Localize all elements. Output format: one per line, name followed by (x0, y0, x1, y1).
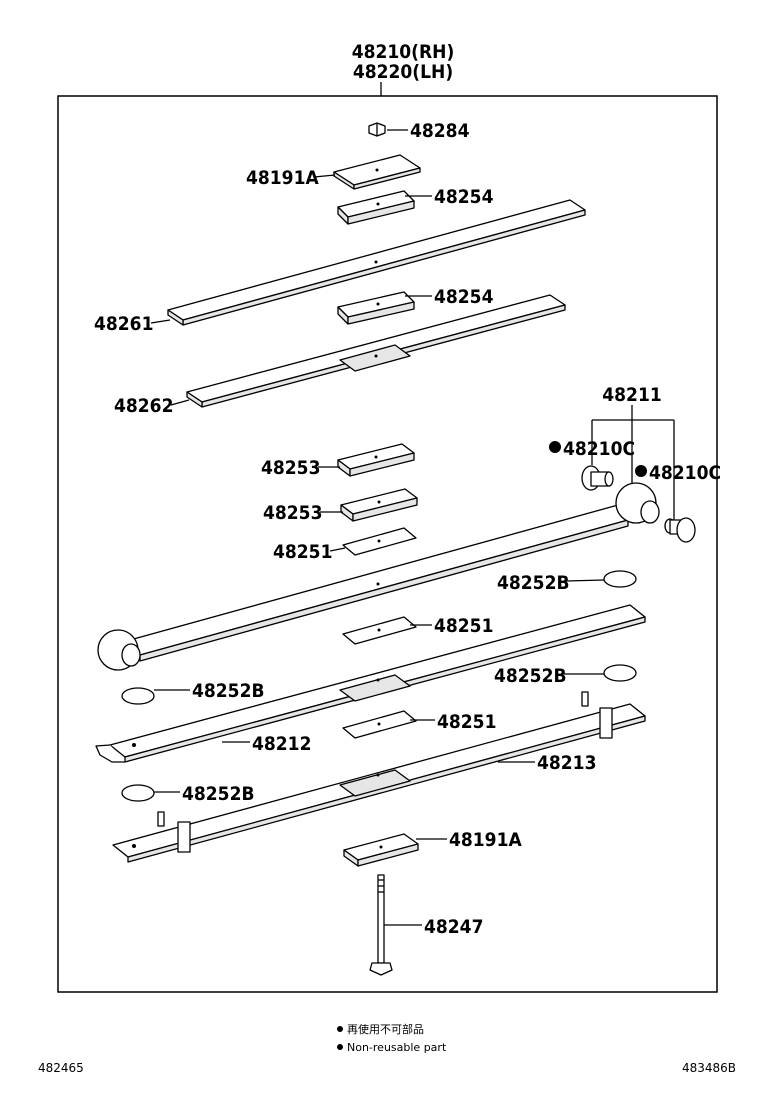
label-48261[interactable]: 48261 (94, 313, 153, 335)
leader-48261 (150, 319, 171, 324)
label-48252b-d[interactable]: 48252B (182, 783, 255, 805)
spacer-48253-b (340, 488, 418, 522)
bolt-48247 (369, 874, 393, 976)
pad-48252b-d (121, 784, 155, 802)
label-48251-c[interactable]: 48251 (437, 711, 496, 733)
legend-dot-jp (337, 1026, 343, 1032)
label-48251-b[interactable]: 48251 (434, 615, 493, 637)
label-48252b-b[interactable]: 48252B (192, 680, 265, 702)
leader-48252b-a (565, 579, 605, 582)
leader-48262 (170, 399, 190, 406)
label-48252b-c[interactable]: 48252B (494, 665, 567, 687)
diagram-frame (57, 95, 718, 993)
label-48254-top[interactable]: 48254 (434, 186, 494, 208)
main-leaf-48211 (97, 482, 660, 671)
bushing-48210c-left (581, 465, 614, 491)
label-48247[interactable]: 48247 (424, 916, 483, 938)
label-48254-mid[interactable]: 48254 (434, 286, 494, 308)
legend-en: Non-reusable part (347, 1041, 447, 1054)
liner-48251-c (342, 710, 417, 739)
label-48210c-left[interactable]: 48210C (563, 438, 635, 460)
leader-48191a-top (313, 174, 336, 178)
liner-48251-b (342, 616, 417, 645)
pad-48252b-c (603, 664, 637, 682)
pad-48191a-bottom (343, 833, 419, 867)
footer-right-code: 483486B (682, 1061, 736, 1075)
label-48284[interactable]: 48284 (410, 120, 470, 142)
label-48262[interactable]: 48262 (114, 395, 173, 417)
leaf-48213 (112, 691, 646, 863)
label-48253-b[interactable]: 48253 (263, 502, 322, 524)
leader-48251-a (329, 547, 346, 552)
label-48213[interactable]: 48213 (537, 752, 596, 774)
assembly-lh-label[interactable]: 48220(LH) (353, 61, 453, 83)
seat-48254-top (337, 190, 415, 225)
spacer-48253-a (337, 443, 415, 477)
leaf-48262 (186, 294, 566, 408)
label-48211[interactable]: 48211 (602, 384, 661, 406)
pad-48191a-top (333, 154, 421, 190)
nut-48284 (368, 122, 386, 137)
pad-48252b-b (121, 687, 155, 705)
footer-left-code: 482465 (38, 1061, 84, 1075)
label-48253-a[interactable]: 48253 (261, 457, 320, 479)
bushing-48210c-right (664, 517, 696, 543)
label-48191a-bottom[interactable]: 48191A (449, 829, 522, 851)
pad-48252b-a (603, 570, 637, 588)
non-reusable-dot-right (635, 465, 647, 477)
leaf-48261 (167, 199, 586, 326)
label-48212[interactable]: 48212 (252, 733, 311, 755)
label-48251-a[interactable]: 48251 (273, 541, 332, 563)
leaf-48212 (95, 604, 646, 763)
label-48252b-a[interactable]: 48252B (497, 572, 570, 594)
liner-48251-a (342, 527, 417, 556)
legend-dot-en (337, 1044, 343, 1050)
non-reusable-dot-left (549, 441, 561, 453)
legend-jp: 再使用不可部品 (347, 1022, 424, 1036)
label-48210c-right[interactable]: 48210C (649, 462, 721, 484)
label-48191a-top[interactable]: 48191A (246, 167, 319, 189)
assembly-rh-label[interactable]: 48210(RH) (352, 41, 455, 63)
seat-48254-mid (337, 291, 415, 325)
